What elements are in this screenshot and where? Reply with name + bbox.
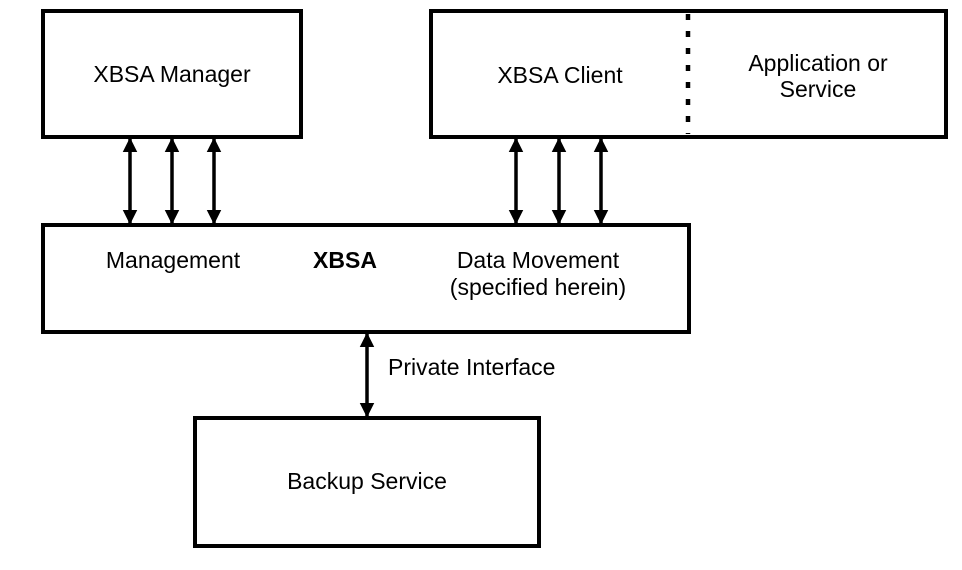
backup-service-label: Backup Service	[287, 468, 447, 494]
xbsa-title: XBSA	[313, 247, 377, 273]
private-interface-label: Private Interface	[388, 354, 555, 380]
xbsa-manager-box: XBSA Manager	[41, 9, 303, 139]
xbsa-box: Management XBSA Data Movement (specified…	[41, 223, 691, 334]
xbsa-manager-label: XBSA Manager	[93, 61, 251, 87]
backup-service-box: Backup Service	[193, 416, 541, 548]
application-service-label-line1: Application or	[748, 50, 888, 76]
data-movement-label: Data Movement	[457, 247, 620, 273]
xbsa-client-box: XBSA Client Application or Service	[429, 9, 948, 139]
application-service-label-line2: Service	[780, 76, 857, 102]
management-label: Management	[106, 247, 241, 273]
specified-herein-label: (specified herein)	[450, 274, 626, 300]
xbsa-client-label: XBSA Client	[497, 62, 623, 88]
